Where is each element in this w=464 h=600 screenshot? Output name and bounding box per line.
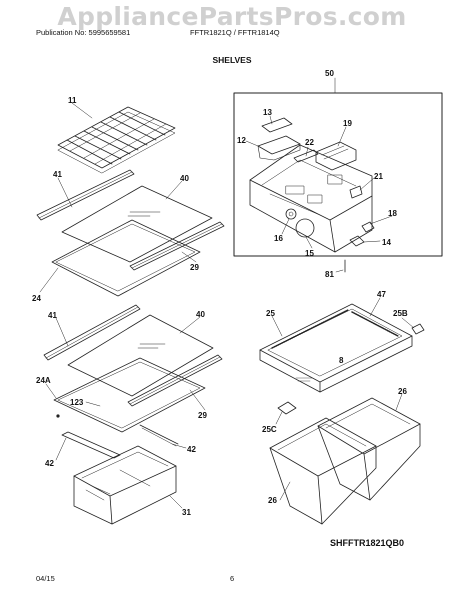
footer-page-number: 6 [230,574,235,583]
section-title: SHELVES [212,55,252,65]
callout-31: 31 [182,508,191,517]
callout-15: 15 [305,249,314,258]
watermark: AppliancePartsPros.com [57,2,407,31]
callout-26-right: 26 [398,387,407,396]
callout-19: 19 [343,119,352,128]
callout-25b: 25B [393,309,408,318]
callout-123: 123 [70,398,84,407]
callout-8: 8 [339,356,344,365]
leader-lines-box [245,77,393,273]
cover-assembly-box [233,92,443,257]
upper-glass-shelf [36,169,225,297]
leader-lines [39,102,415,509]
callout-40-upper: 40 [180,174,189,183]
callout-47: 47 [377,290,386,299]
crisper-cover-assembly [249,117,375,273]
callout-50: 50 [325,69,334,78]
callout-16: 16 [274,234,283,243]
callout-11: 11 [68,96,77,105]
footer-date: 04/15 [36,574,55,583]
callout-42-left: 42 [45,459,54,468]
callout-12: 12 [237,136,246,145]
callout-41-lower: 41 [48,311,57,320]
callout-29-lower: 29 [198,411,207,420]
model-numbers: FFTR1821Q / FFTR1814Q [190,28,280,37]
crisper-drawer-left [269,417,377,525]
crisper-drawer-right [317,397,421,501]
callout-18: 18 [388,209,397,218]
publication-number: Publication No: 5995659581 [36,28,131,37]
wire-shelf [57,106,176,174]
callout-25: 25 [266,309,275,318]
callout-25c: 25C [262,425,277,434]
diagram-code: SHFFTR1821QB0 [330,538,404,548]
pan-31 [73,445,177,525]
callout-40-lower: 40 [196,310,205,319]
callout-26-left: 26 [268,496,277,505]
callout-14: 14 [382,238,391,247]
callout-24: 24 [32,294,41,303]
callout-22: 22 [305,138,314,147]
crisper-cover [259,303,425,415]
callout-13: 13 [263,108,272,117]
lower-glass-shelf [43,304,223,433]
callout-21: 21 [374,172,383,181]
callout-29-upper: 29 [190,263,199,272]
callout-42-right: 42 [187,445,196,454]
callout-24a: 24A [36,376,51,385]
rail-42 [61,424,179,459]
callout-41-upper: 41 [53,170,62,179]
callout-81: 81 [325,270,334,279]
